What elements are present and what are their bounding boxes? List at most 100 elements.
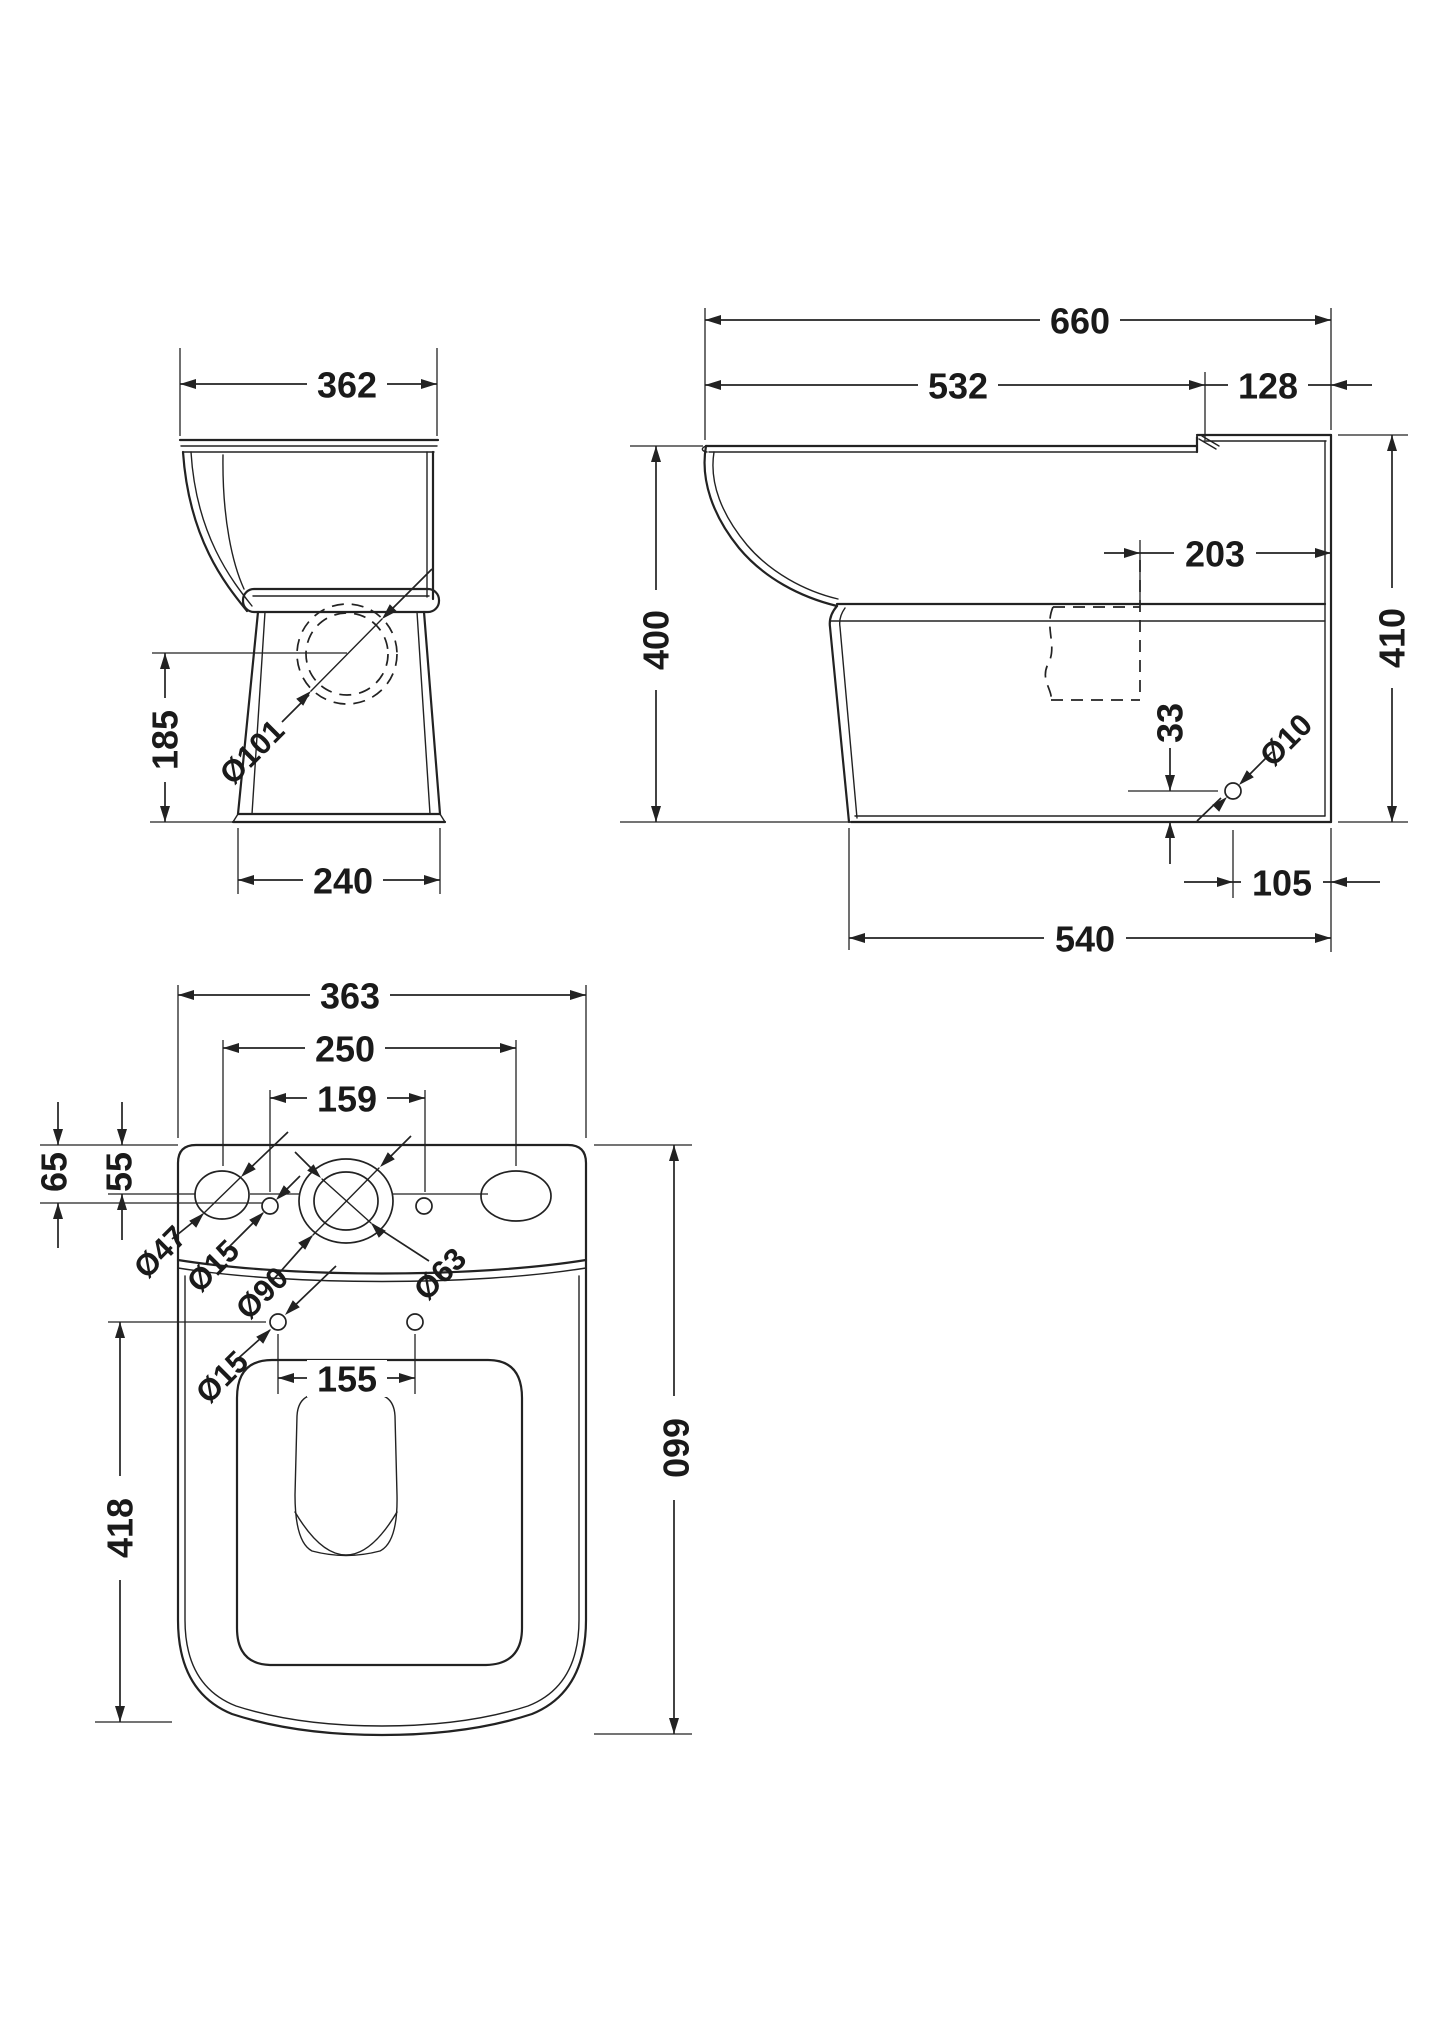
label-mask — [1228, 367, 1308, 404]
dim-fixing-span-outer: 250 — [222, 1029, 517, 1166]
dim-label-plan-depth: 660 — [656, 1418, 697, 1478]
outline-path — [232, 813, 446, 823]
dim-side-depth: 660 — [704, 301, 1332, 440]
dim-bowl-length: 418 — [95, 1321, 266, 1723]
outline-path — [176, 1143, 588, 1737]
outline-path — [701, 445, 708, 453]
label-mask — [307, 1360, 387, 1397]
arrowhead — [307, 1164, 321, 1178]
outline-path — [703, 444, 839, 608]
label-mask — [310, 977, 390, 1014]
outlet-circle-inner — [305, 612, 389, 696]
arrowhead — [399, 1373, 415, 1383]
dim-label-fixing-span-outer: 250 — [315, 1029, 375, 1070]
arrowhead — [1315, 548, 1331, 558]
label-mask — [655, 1396, 693, 1500]
side-view: 660 532 128 203 — [620, 301, 1413, 960]
arrowhead — [278, 1373, 294, 1383]
dim-plan-depth: 660 — [594, 1144, 697, 1735]
arrowhead — [296, 691, 311, 706]
bowl-collar — [241, 587, 441, 614]
dim-label-fixing-span-inner: 159 — [317, 1079, 377, 1120]
label-mask — [101, 1476, 139, 1580]
dim-label-front-height: 400 — [636, 610, 677, 670]
label-mask — [918, 367, 998, 404]
hole-oval-right — [480, 1170, 552, 1222]
arrowhead — [1165, 775, 1175, 791]
side-outline — [701, 433, 1333, 824]
label-mask — [1174, 535, 1256, 572]
arrowhead — [1331, 380, 1347, 390]
dim-inlet-offset: 203 — [1104, 534, 1331, 600]
outline-path — [712, 451, 839, 600]
dim-label-flush-inner: Ø63 — [407, 1241, 473, 1307]
plan-outline — [176, 1143, 588, 1737]
fixing-hole — [1224, 782, 1242, 800]
label-mask — [1040, 302, 1120, 339]
dim-front-height: 400 — [620, 445, 848, 823]
dim-plan-width: 363 — [177, 976, 587, 1138]
bowl-water-line — [294, 1511, 398, 1556]
arrowhead — [1212, 797, 1227, 812]
dim-label-inlet-offset: 203 — [1185, 534, 1245, 575]
outline-path — [422, 610, 442, 816]
dim-label-offset-left-inner: 55 — [99, 1152, 140, 1192]
arrowhead — [256, 1329, 271, 1344]
leader-line — [203, 1176, 242, 1214]
dim-offset-left-outer: 65 — [34, 1102, 262, 1248]
outlet-hidden-line — [1044, 606, 1054, 701]
front-outline — [178, 438, 447, 824]
arrowhead — [1331, 877, 1347, 887]
label-mask — [307, 1080, 387, 1117]
dim-label-front-width: 362 — [317, 365, 377, 406]
arrowhead — [1217, 877, 1233, 887]
leader-line — [310, 618, 383, 692]
dim-fixing-diameter: Ø10 — [1196, 707, 1319, 822]
dim-overall-height: 410 — [1338, 434, 1413, 823]
arrowhead — [178, 990, 194, 1000]
label-mask — [146, 698, 184, 782]
label-mask — [305, 1030, 385, 1067]
arrowhead — [424, 875, 440, 885]
leader-line — [286, 1265, 337, 1314]
flush-hole-inner — [313, 1171, 379, 1231]
bowl-outline — [294, 1393, 398, 1557]
dim-label-outlet-height: 185 — [145, 710, 186, 770]
arrowhead — [180, 379, 196, 389]
arrowhead — [223, 1043, 239, 1053]
leader-line — [312, 1167, 380, 1236]
label-mask — [1044, 920, 1126, 957]
dim-label-fixing-height: 33 — [1150, 703, 1191, 743]
dim-pan-depth-and-ledge: 532 128 — [705, 366, 1372, 440]
dim-label-side-depth: 660 — [1050, 301, 1110, 342]
arrowhead — [1165, 822, 1175, 838]
leader-line — [321, 1178, 372, 1224]
arrowhead — [1124, 548, 1140, 558]
seat-hinge-step — [1198, 435, 1220, 450]
label-mask — [1373, 588, 1411, 688]
dim-fixing-offset: 105 — [1184, 828, 1380, 952]
dim-fixing-height: 33 — [1128, 703, 1218, 864]
dim-outlet-height: 185 — [145, 652, 347, 823]
outline-path — [251, 611, 266, 815]
arrowhead — [669, 1145, 679, 1161]
hole-15-top-right — [415, 1197, 433, 1215]
platform-edge — [177, 1267, 587, 1283]
dim-label-pan-depth: 532 — [928, 366, 988, 407]
arrowhead — [849, 933, 865, 943]
seat-outline — [235, 1358, 524, 1667]
hole-47 — [194, 1170, 250, 1220]
dim-seat-fixing-span: 155 — [277, 1334, 416, 1400]
arrowhead — [115, 1322, 125, 1338]
dim-label-seat-fixing-span: 155 — [317, 1359, 377, 1400]
arrowhead — [238, 875, 254, 885]
arrowhead — [1239, 770, 1254, 785]
dim-offset-left-inner: 55 — [99, 1102, 488, 1240]
hole-15-top-left — [261, 1197, 279, 1215]
outline-path — [838, 607, 858, 819]
arrowhead — [117, 1129, 127, 1145]
leader-line — [277, 1175, 301, 1199]
dim-label-hole-15-mid: Ø15 — [189, 1344, 255, 1410]
dim-label-plan-width: 363 — [320, 976, 380, 1017]
